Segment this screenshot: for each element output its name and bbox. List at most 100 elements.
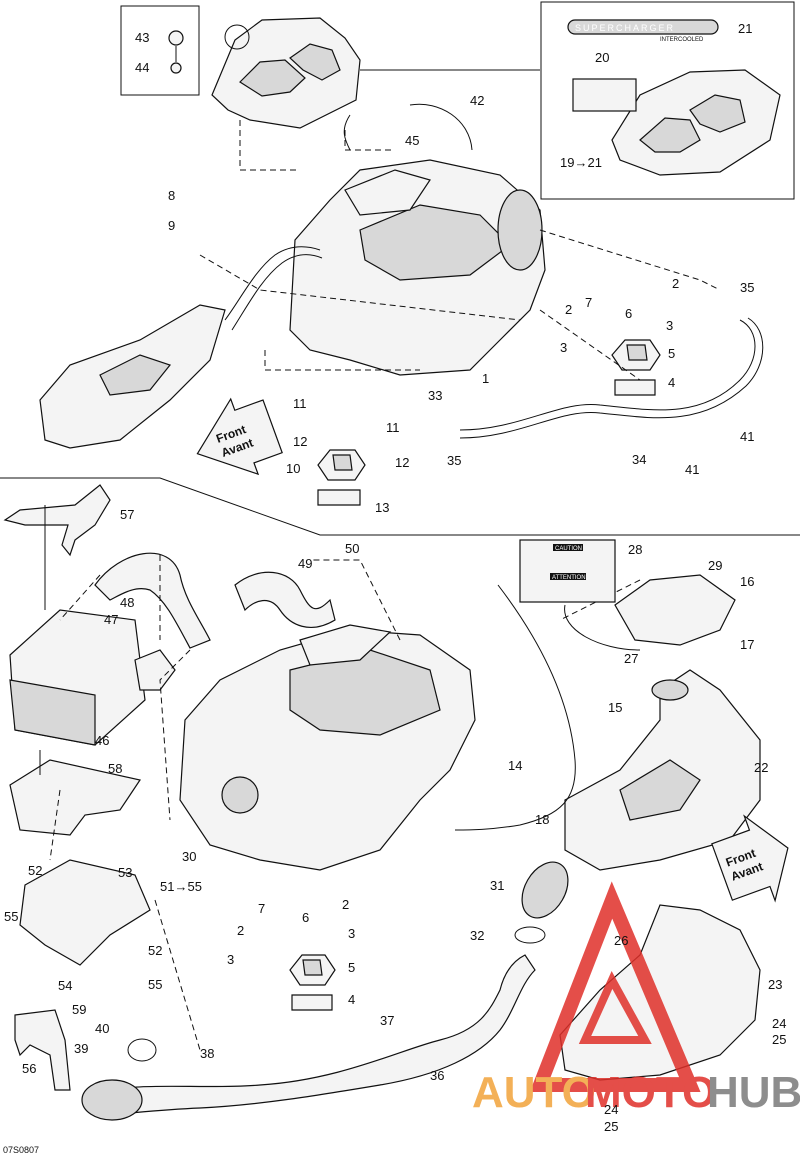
callout-6: 6 xyxy=(302,910,309,925)
callout-4: 4 xyxy=(348,992,355,1007)
mount-plate-51 xyxy=(19,859,151,966)
bracket-56 xyxy=(14,1009,71,1091)
callout-59: 59 xyxy=(72,1002,86,1017)
engine-mount-5-lower xyxy=(289,954,336,1011)
callout-24: 24 xyxy=(604,1102,618,1117)
callout-57: 57 xyxy=(120,507,134,522)
watermark-triangle-inner xyxy=(578,971,652,1044)
callout-47: 47 xyxy=(104,612,118,627)
intake-boot-31 xyxy=(521,861,569,919)
hose-47 xyxy=(94,552,211,649)
callout-28: 28 xyxy=(628,542,642,557)
section-divider xyxy=(0,477,800,536)
cable-18 xyxy=(454,584,576,831)
callout-54: 54 xyxy=(58,978,72,993)
intercooled-decal-text: INTERCOOLED xyxy=(660,37,704,43)
callout-8: 8 xyxy=(168,188,175,203)
engine-cover-top xyxy=(211,17,361,129)
callout-16: 16 xyxy=(740,574,754,589)
callout-7: 7 xyxy=(585,295,592,310)
heat-shield-58 xyxy=(9,759,141,836)
callout-14: 14 xyxy=(508,758,522,773)
callout-2: 2 xyxy=(342,897,349,912)
callout-33: 33 xyxy=(428,388,442,403)
callout-30: 30 xyxy=(182,849,196,864)
callout-5: 5 xyxy=(668,346,675,361)
callout-46: 46 xyxy=(95,733,109,748)
callout-42: 42 xyxy=(470,93,484,108)
clamp-32 xyxy=(514,926,546,944)
diagram-code: 07S0807 xyxy=(3,1145,39,1155)
engine-cover-inset xyxy=(567,19,781,176)
callout-5: 5 xyxy=(348,960,355,975)
front-arrow-upper: Front Avant xyxy=(196,397,283,476)
callout-25: 25 xyxy=(772,1032,786,1047)
callout-34: 34 xyxy=(632,452,646,467)
airbox-22 xyxy=(564,574,761,871)
callout-10: 10 xyxy=(286,461,300,476)
callout-7: 7 xyxy=(258,901,265,916)
inset-box-small xyxy=(120,5,200,96)
callout-29: 29 xyxy=(708,558,722,573)
callout-51→55: 51→55 xyxy=(160,879,202,894)
callout-19→21: 19→21 xyxy=(560,155,602,170)
callout-43: 43 xyxy=(135,30,149,45)
callout-35: 35 xyxy=(740,280,754,295)
callout-35: 35 xyxy=(447,453,461,468)
callout-36: 36 xyxy=(430,1068,444,1083)
intercooler-46 xyxy=(9,609,176,746)
callout-27: 27 xyxy=(624,651,638,666)
caution-title: CAUTION xyxy=(555,546,582,552)
callout-39: 39 xyxy=(74,1041,88,1056)
front-arrow-lower: Front Avant xyxy=(711,814,789,903)
watermark-auto: AUTO xyxy=(472,1068,596,1117)
callout-4: 4 xyxy=(668,375,675,390)
attention-title: ATTENTION xyxy=(552,575,586,581)
callout-52: 52 xyxy=(28,863,42,878)
callout-26: 26 xyxy=(614,933,628,948)
callout-11: 11 xyxy=(386,420,400,435)
watermark-hub: HUB xyxy=(707,1068,800,1117)
inset-box-supercharger xyxy=(540,1,795,200)
callout-15: 15 xyxy=(608,700,622,715)
clamp-40 xyxy=(127,1038,157,1062)
airbox-lid-23 xyxy=(559,904,761,1081)
callout-24: 24 xyxy=(772,1016,786,1031)
callout-55: 55 xyxy=(148,977,162,992)
callout-52: 52 xyxy=(148,943,162,958)
callout-21: 21 xyxy=(738,21,752,36)
breather-hose-34 xyxy=(459,319,756,431)
callout-20: 20 xyxy=(595,50,609,65)
bracket-57 xyxy=(3,484,111,557)
callout-50: 50 xyxy=(345,541,359,556)
callout-41: 41 xyxy=(685,462,699,477)
callout-37: 37 xyxy=(380,1013,394,1028)
callout-layer: 12345678910111213141516171819→2120212223… xyxy=(4,21,786,1134)
callout-11: 11 xyxy=(293,396,307,411)
watermark-moto: MOTO xyxy=(585,1068,716,1117)
callout-58: 58 xyxy=(108,761,122,776)
grommet xyxy=(224,24,250,50)
watermark-triangle-outer xyxy=(529,881,701,1092)
callout-23: 23 xyxy=(768,977,782,992)
callout-13: 13 xyxy=(375,500,389,515)
hose-49 xyxy=(234,571,336,629)
engine-mount-10 xyxy=(317,449,366,506)
callout-3: 3 xyxy=(348,926,355,941)
callout-1: 1 xyxy=(482,371,489,386)
callout-31: 31 xyxy=(490,878,504,893)
air-intake-upper xyxy=(39,246,323,449)
callout-41: 41 xyxy=(740,429,754,444)
callout-3: 3 xyxy=(560,340,567,355)
callout-25: 25 xyxy=(604,1119,618,1134)
engine-lower xyxy=(179,624,476,871)
watermark-logo: AUTO MOTO HUB xyxy=(472,881,800,1117)
callout-12: 12 xyxy=(395,455,409,470)
callout-12: 12 xyxy=(293,434,307,449)
callout-56: 56 xyxy=(22,1061,36,1076)
callout-45: 45 xyxy=(405,133,419,148)
callout-9: 9 xyxy=(168,218,175,233)
callout-44: 44 xyxy=(135,60,149,75)
caution-label-28: CAUTION ATTENTION xyxy=(519,539,616,603)
